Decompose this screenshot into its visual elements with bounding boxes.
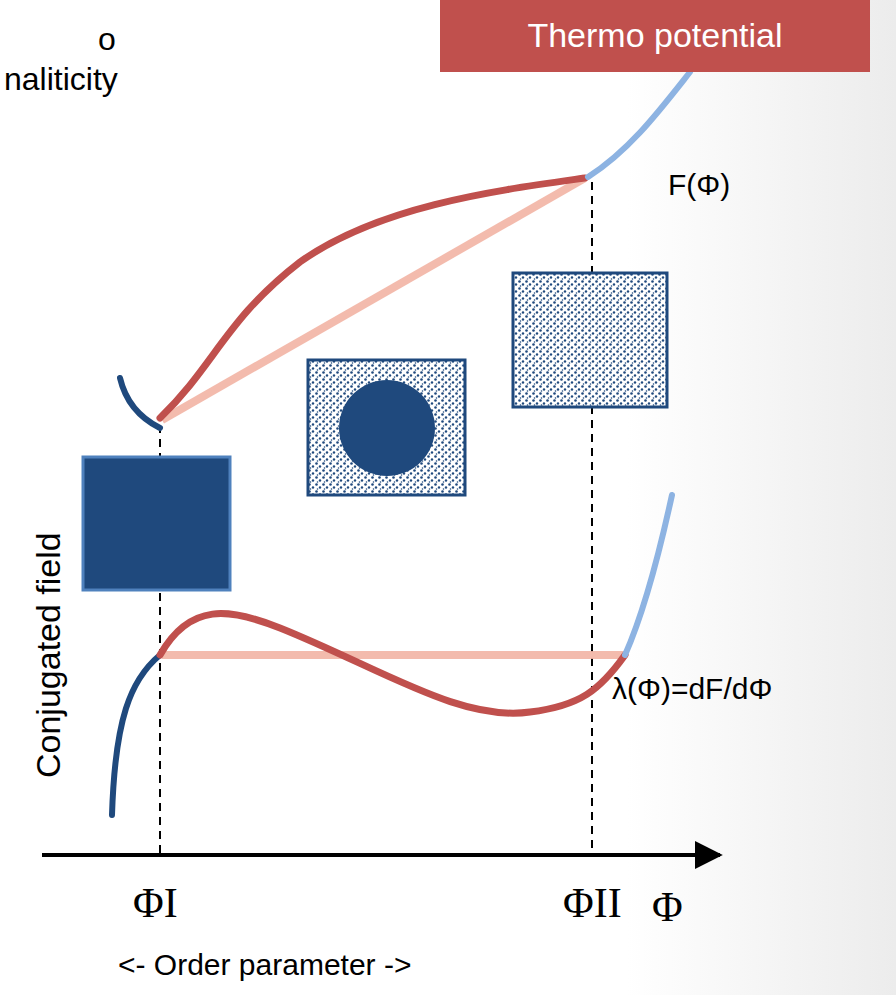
tick-label: ΦI (133, 880, 178, 926)
dense-phase-square (83, 457, 230, 590)
box-title: Thermo potential (527, 17, 782, 54)
tick-label: ΦII (563, 880, 622, 926)
x-axis (42, 853, 720, 857)
cropped-note: naliticity (4, 62, 118, 97)
axis-symbol: Φ (652, 884, 683, 930)
cropped-note: o (98, 22, 116, 57)
curve-label: F(Φ) (668, 168, 730, 201)
curve-phase-two (625, 495, 672, 655)
droplet (339, 380, 435, 476)
maxwell-line (162, 651, 625, 659)
curve-phase-one (120, 378, 160, 428)
curve-phase-two (588, 72, 690, 177)
curve-phase-one (112, 655, 160, 815)
dilute-phase-square (513, 273, 667, 407)
axis-title: <- Order parameter -> (118, 948, 411, 981)
mixed-phase-square (308, 360, 465, 495)
curve-coexistence (160, 614, 625, 714)
curve-label: λ(Φ)=dF/dΦ (612, 672, 772, 705)
title-box: Thermo potential (440, 0, 870, 72)
axis-title: Conjugated field (30, 532, 67, 778)
